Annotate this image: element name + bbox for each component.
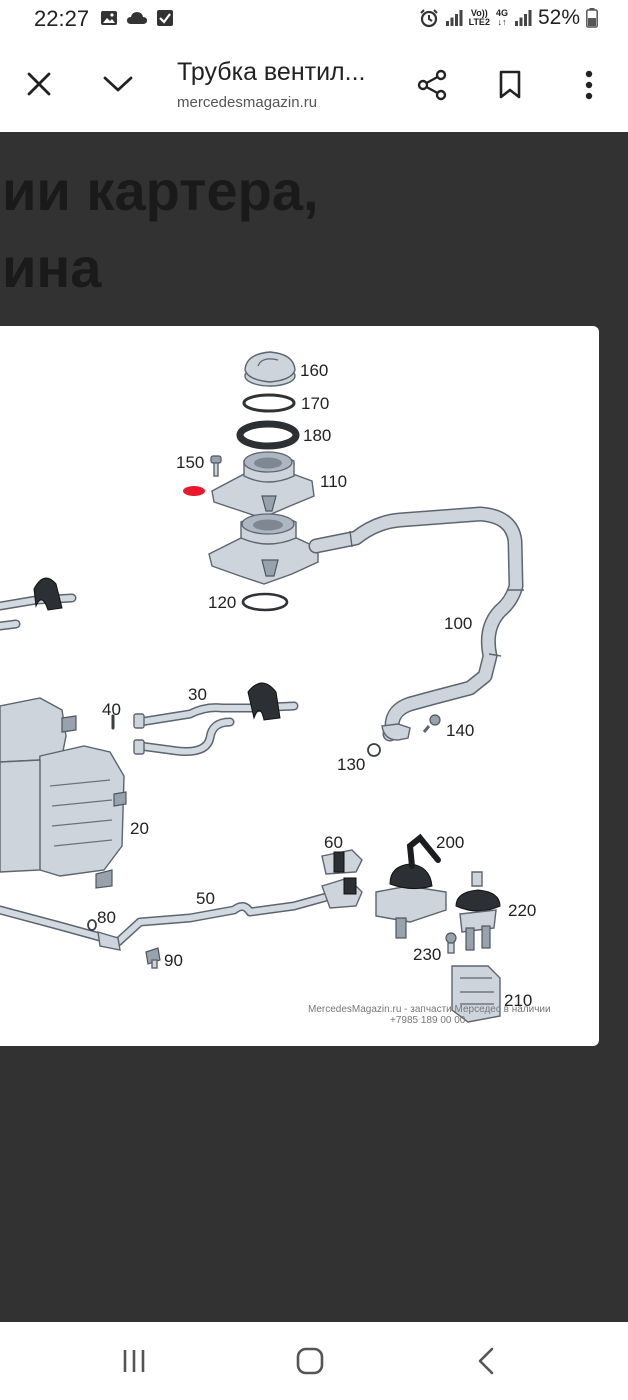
cloud-icon xyxy=(127,12,147,24)
label-90: 90 xyxy=(164,951,183,970)
signal-icon xyxy=(445,10,463,26)
part-50-tube xyxy=(0,877,363,951)
part-90-bolt xyxy=(145,947,161,969)
label-200: 200 xyxy=(436,833,464,852)
part-210-bracket xyxy=(451,965,501,1023)
battery-icon xyxy=(586,8,598,28)
label-160: 160 xyxy=(300,361,328,380)
page-title: Трубка вентил... xyxy=(177,58,366,86)
label-100: 100 xyxy=(444,614,472,633)
label-230: 230 xyxy=(413,945,441,964)
label-170: 170 xyxy=(301,394,329,413)
minimize-button[interactable] xyxy=(96,62,140,106)
label-80: 80 xyxy=(97,908,116,927)
share-icon xyxy=(417,69,447,101)
close-icon xyxy=(27,72,51,96)
watermark-line-2: +7985 189 00 00 xyxy=(390,1015,466,1026)
system-icons: Vo))LTE2 4G↓↑ 52% xyxy=(419,6,598,30)
part-130-ring xyxy=(367,743,381,757)
back-icon xyxy=(478,1347,494,1375)
label-150: 150 xyxy=(176,453,204,472)
recent-apps-icon xyxy=(123,1350,145,1372)
label-110: 110 xyxy=(320,472,347,491)
label-210: 210 xyxy=(504,991,532,1010)
part-220-valve xyxy=(455,871,501,951)
volte-indicator: Vo))LTE2 xyxy=(468,8,490,27)
article-headline-line-1: ии картера, xyxy=(2,159,319,222)
highlight-marker xyxy=(183,486,205,496)
share-button[interactable] xyxy=(410,63,454,107)
part-110-filler-neck xyxy=(211,451,315,519)
part-100-hose xyxy=(308,506,524,742)
article-headline-line-2: ина xyxy=(2,236,102,299)
label-130: 130 xyxy=(337,755,365,774)
part-80-ring xyxy=(87,919,97,931)
label-40: 40 xyxy=(102,700,121,719)
close-button[interactable] xyxy=(17,62,61,106)
alarm-icon xyxy=(419,9,438,28)
label-20: 20 xyxy=(130,819,149,838)
system-nav-bar xyxy=(0,1322,628,1400)
part-30-tube xyxy=(133,682,299,756)
part-200-valve xyxy=(375,833,447,939)
bookmark-button[interactable] xyxy=(488,63,532,107)
label-140: 140 xyxy=(446,721,474,740)
notification-icons xyxy=(100,9,174,27)
part-60-sensor xyxy=(321,849,363,875)
back-button[interactable] xyxy=(456,1334,516,1388)
label-50: 50 xyxy=(196,889,215,908)
part-180-seal xyxy=(236,420,300,450)
parts-diagram-svg: .pt { fill:#cdd4dc; stroke:#5c6570; stro… xyxy=(0,351,551,1026)
part-160-cap xyxy=(244,351,296,387)
label-30: 30 xyxy=(188,685,207,704)
more-vert-icon xyxy=(585,70,593,100)
status-time: 22:27 xyxy=(34,6,90,31)
home-button[interactable] xyxy=(280,1334,340,1388)
status-bar: 22:27 Vo))LTE2 4G↓↑ 52% xyxy=(0,0,628,38)
home-icon xyxy=(296,1347,324,1375)
more-options-button[interactable] xyxy=(567,63,611,107)
chevron-down-icon xyxy=(103,76,133,92)
part-120-ring xyxy=(241,592,289,612)
part-lower-neck xyxy=(208,513,319,585)
gallery-icon xyxy=(101,11,117,25)
part-150-bolt xyxy=(210,455,222,477)
bookmark-icon xyxy=(499,70,521,99)
signal-icon-2 xyxy=(514,10,532,26)
recent-apps-button[interactable] xyxy=(104,1334,164,1388)
label-220: 220 xyxy=(508,901,536,920)
parts-diagram[interactable]: .pt { fill:#cdd4dc; stroke:#5c6570; stro… xyxy=(0,326,599,1046)
part-140-bolt xyxy=(422,714,441,733)
label-180: 180 xyxy=(303,426,331,445)
part-left-clamp xyxy=(0,577,77,631)
label-120: 120 xyxy=(208,593,236,612)
part-170-ring xyxy=(242,393,296,413)
watermark-line-1: MercedesMagazin.ru - запчасти Мерседес в… xyxy=(308,1004,551,1015)
part-20-separator xyxy=(0,697,127,889)
page-url: mercedesmagazin.ru xyxy=(177,94,318,111)
custom-tab-header: Трубка вентил... mercedesmagazin.ru xyxy=(0,38,628,133)
web-content[interactable]: ии картера, ина .pt { fill:#cdd4dc; stro… xyxy=(0,132,628,1322)
network-4g-indicator: 4G↓↑ xyxy=(495,8,508,27)
label-60: 60 xyxy=(324,833,343,852)
checkbox-icon xyxy=(157,10,173,26)
battery-percent: 52% xyxy=(537,6,580,29)
part-230-bolt xyxy=(445,932,457,954)
